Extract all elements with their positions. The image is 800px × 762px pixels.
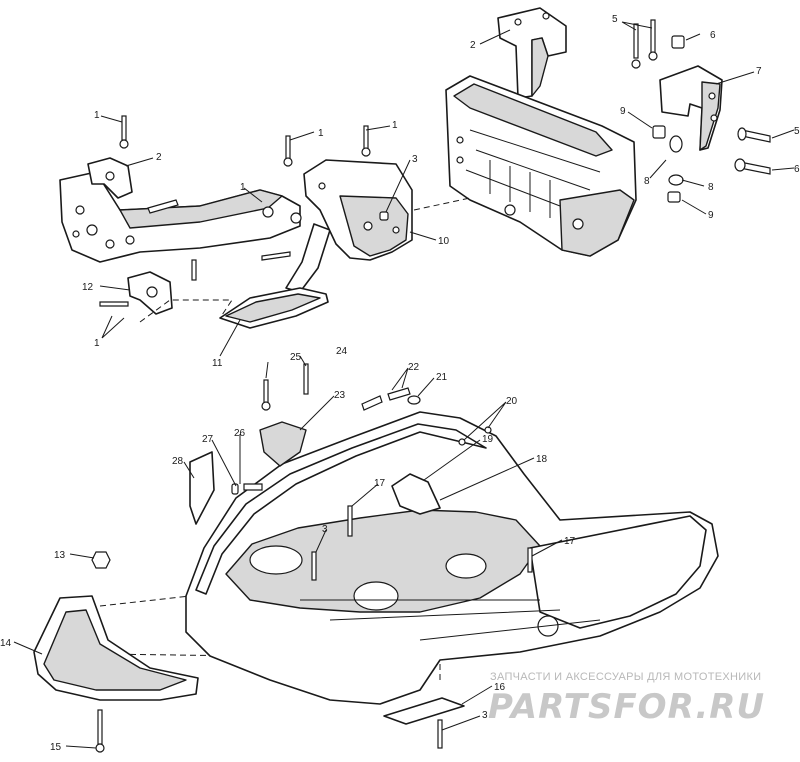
bracket-hole xyxy=(542,12,550,20)
mount-bracket xyxy=(391,473,441,515)
callout-10: 10 xyxy=(438,236,450,247)
side-bracket-face xyxy=(699,81,721,151)
callout-11: 11 xyxy=(212,358,223,369)
nut-9a xyxy=(652,125,666,139)
bolt-17a xyxy=(347,505,353,537)
grommet-27 xyxy=(231,483,239,495)
rear-frame-assembly xyxy=(445,7,771,257)
callout-17: 17 xyxy=(374,478,386,489)
nut-9b xyxy=(667,191,681,203)
bolt-1b xyxy=(285,135,291,161)
front-frame-assembly xyxy=(59,115,413,329)
callout-3: 3 xyxy=(322,524,328,535)
center-mount-face xyxy=(339,195,409,257)
bracket-hole xyxy=(710,114,718,122)
bolt-26 xyxy=(243,483,263,491)
callout-9: 9 xyxy=(620,106,626,117)
nut-6a xyxy=(671,35,685,49)
callout-8: 8 xyxy=(644,176,650,187)
bolt-1a xyxy=(121,115,127,141)
skid-plate xyxy=(383,697,465,725)
bracket-hole xyxy=(514,18,522,26)
belly-pan-rim xyxy=(195,423,487,595)
callout-1: 1 xyxy=(240,182,246,193)
callout-18: 18 xyxy=(536,454,548,465)
left-frame-rail-top xyxy=(119,189,283,229)
callout-28: 28 xyxy=(172,456,184,467)
washer-21 xyxy=(407,395,421,405)
callout-15: 15 xyxy=(50,742,62,753)
callout-6: 6 xyxy=(710,30,716,41)
callout-5: 5 xyxy=(794,126,800,137)
watermark-logo: PARTSFOR.RU xyxy=(488,687,765,727)
callout-9: 9 xyxy=(708,210,714,221)
bolt-3 xyxy=(437,719,443,749)
bolt-22b xyxy=(387,387,411,401)
callout-1: 1 xyxy=(392,120,398,131)
bolt-5b xyxy=(650,19,656,55)
bolt-1d xyxy=(147,199,179,214)
clip-20b xyxy=(458,438,466,446)
center-panel xyxy=(259,421,307,467)
callout-22: 22 xyxy=(408,362,420,373)
member-hole xyxy=(504,204,516,216)
washer-8a xyxy=(669,135,683,153)
callout-20: 20 xyxy=(506,396,518,407)
callout-8: 8 xyxy=(708,182,714,193)
callout-1: 1 xyxy=(94,110,100,121)
bracket-hole xyxy=(708,92,716,100)
bolt-3b xyxy=(311,551,317,581)
callout-14: 14 xyxy=(0,638,12,649)
bolt-25 xyxy=(263,379,269,405)
callout-1: 1 xyxy=(318,128,324,139)
leader-lines xyxy=(13,21,795,749)
front-bumper-face xyxy=(43,609,187,691)
bolt-17b xyxy=(527,547,533,573)
bolt-5a xyxy=(633,23,639,59)
callout-19: 19 xyxy=(482,434,494,445)
callout-21: 21 xyxy=(436,372,448,383)
bolt-1e xyxy=(99,301,129,307)
callout-labels: 1 1 1 1 1 2 2 3 3 3 5 5 6 6 7 8 8 9 9 10… xyxy=(0,14,800,753)
callout-7: 7 xyxy=(756,66,762,77)
callout-16: 16 xyxy=(494,682,506,693)
member-hole xyxy=(572,218,584,230)
callout-24: 24 xyxy=(336,346,348,357)
belly-pan-assembly xyxy=(33,363,719,753)
clip-20a xyxy=(484,426,492,434)
callout-6: 6 xyxy=(794,164,800,175)
callout-3: 3 xyxy=(482,710,488,721)
bolt-15 xyxy=(97,709,103,745)
callout-5: 5 xyxy=(612,14,618,25)
bolt-22a xyxy=(361,395,383,411)
callout-23: 23 xyxy=(334,390,346,401)
nut-13 xyxy=(91,551,111,569)
callout-17: 17 xyxy=(564,536,576,547)
callout-3: 3 xyxy=(412,154,418,165)
diagonal-strut xyxy=(285,223,331,293)
callout-12: 12 xyxy=(82,282,94,293)
rear-cross-member-end xyxy=(559,189,635,257)
bolt-24 xyxy=(303,363,309,395)
watermark: ЗАПЧАСТИ И АКСЕССУАРЫ ДЛЯ МОТОТЕХНИКИ PA… xyxy=(488,671,765,727)
callout-26: 26 xyxy=(234,428,246,439)
callout-2: 2 xyxy=(156,152,162,163)
ski-bracket-face xyxy=(225,293,321,323)
callout-27: 27 xyxy=(202,434,214,445)
rear-cross-member-top xyxy=(453,83,613,157)
watermark-tagline: ЗАПЧАСТИ И АКСЕССУАРЫ ДЛЯ МОТОТЕХНИКИ xyxy=(490,671,761,683)
callout-2: 2 xyxy=(470,40,476,51)
washer-8b xyxy=(668,174,684,186)
upper-bracket-side xyxy=(531,37,549,97)
callout-25: 25 xyxy=(290,352,302,363)
callout-13: 13 xyxy=(54,550,66,561)
side-panel xyxy=(189,451,215,525)
callout-1: 1 xyxy=(94,338,100,349)
